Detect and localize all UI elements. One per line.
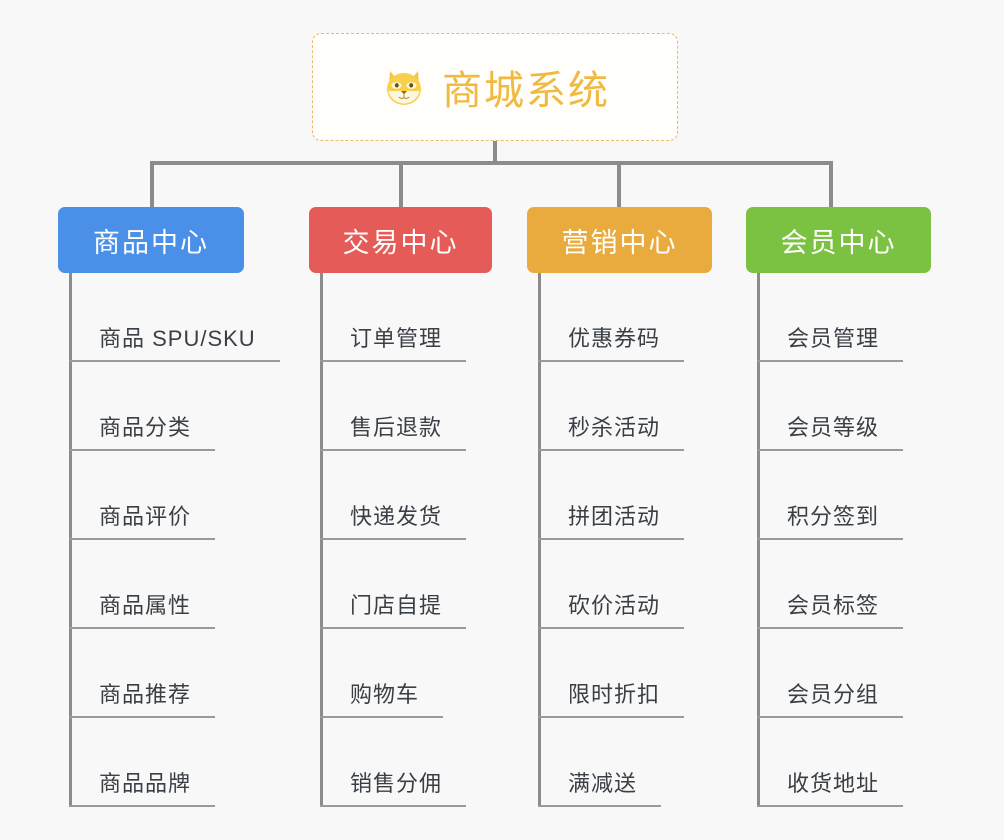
leaf-list: 商品 SPU/SKU 商品分类 商品评价 商品属性 商品推荐 商品品牌 (58, 273, 280, 807)
leaf-list: 会员管理 会员等级 积分签到 会员标签 会员分组 收货地址 (746, 273, 931, 807)
list-item[interactable]: 商品品牌 (58, 718, 244, 807)
list-item[interactable]: 商品评价 (58, 451, 244, 540)
leaf-label: 商品推荐 (69, 677, 216, 718)
category-header-marketing-center[interactable]: 营销中心 (527, 207, 712, 273)
category-title: 交易中心 (342, 227, 459, 258)
leaf-list: 订单管理 售后退款 快递发货 门店自提 购物车 销售分佣 (309, 273, 492, 807)
leaf-label: 订单管理 (320, 321, 467, 362)
list-item[interactable]: 门店自提 (309, 540, 492, 629)
leaf-label: 商品分类 (69, 410, 216, 451)
list-item[interactable]: 限时折扣 (527, 629, 712, 718)
category-header-trade-center[interactable]: 交易中心 (309, 207, 492, 273)
category-title: 会员中心 (780, 227, 897, 258)
leaf-label: 收货地址 (757, 766, 904, 807)
shiba-dog-face-icon (380, 63, 428, 111)
leaf-label: 积分签到 (757, 499, 904, 540)
leaf-label: 快递发货 (320, 499, 467, 540)
root-title: 商城系统 (442, 69, 610, 113)
connector-drop-2 (399, 161, 403, 207)
connector-horizontal-bus (150, 161, 833, 165)
branch-product-center: 商品中心 商品 SPU/SKU 商品分类 商品评价 商品属性 商品推荐 商品品牌 (58, 207, 280, 807)
list-item[interactable]: 满减送 (527, 718, 712, 807)
list-item[interactable]: 商品分类 (58, 362, 244, 451)
list-item[interactable]: 商品推荐 (58, 629, 244, 718)
category-title: 商品中心 (93, 227, 209, 258)
leaf-label: 拼团活动 (538, 499, 685, 540)
leaf-group: 会员管理 会员等级 积分签到 会员标签 会员分组 收货地址 (746, 273, 931, 807)
leaf-group: 优惠券码 秒杀活动 拼团活动 砍价活动 限时折扣 满减送 (527, 273, 712, 807)
connector-drop-4 (829, 161, 833, 207)
leaf-label: 限时折扣 (538, 677, 685, 718)
list-item[interactable]: 快递发货 (309, 451, 492, 540)
leaf-label: 会员管理 (757, 321, 904, 362)
category-header-member-center[interactable]: 会员中心 (746, 207, 931, 273)
leaf-label: 购物车 (320, 677, 444, 718)
list-item[interactable]: 优惠券码 (527, 273, 712, 362)
root-node[interactable]: 商城系统 (312, 33, 678, 141)
list-item[interactable]: 积分签到 (746, 451, 931, 540)
leaf-label: 门店自提 (320, 588, 467, 629)
list-item[interactable]: 砍价活动 (527, 540, 712, 629)
leaf-label: 商品属性 (69, 588, 216, 629)
connector-drop-1 (150, 161, 154, 207)
leaf-group: 订单管理 售后退款 快递发货 门店自提 购物车 销售分佣 (309, 273, 492, 807)
leaf-label: 秒杀活动 (538, 410, 685, 451)
list-item[interactable]: 商品属性 (58, 540, 244, 629)
leaf-label: 优惠券码 (538, 321, 685, 362)
leaf-group: 商品 SPU/SKU 商品分类 商品评价 商品属性 商品推荐 商品品牌 (58, 273, 280, 807)
list-item[interactable]: 订单管理 (309, 273, 492, 362)
category-header-product-center[interactable]: 商品中心 (58, 207, 244, 273)
list-item[interactable]: 收货地址 (746, 718, 931, 807)
list-item[interactable]: 会员标签 (746, 540, 931, 629)
list-item[interactable]: 会员分组 (746, 629, 931, 718)
list-item[interactable]: 销售分佣 (309, 718, 492, 807)
branch-trade-center: 交易中心 订单管理 售后退款 快递发货 门店自提 购物车 销售分佣 (309, 207, 492, 807)
leaf-label: 会员标签 (757, 588, 904, 629)
leaf-list: 优惠券码 秒杀活动 拼团活动 砍价活动 限时折扣 满减送 (527, 273, 712, 807)
connector-drop-3 (617, 161, 621, 207)
leaf-label: 售后退款 (320, 410, 467, 451)
leaf-label: 砍价活动 (538, 588, 685, 629)
list-item[interactable]: 拼团活动 (527, 451, 712, 540)
branch-member-center: 会员中心 会员管理 会员等级 积分签到 会员标签 会员分组 收货地址 (746, 207, 931, 807)
leaf-label: 会员分组 (757, 677, 904, 718)
list-item[interactable]: 会员等级 (746, 362, 931, 451)
leaf-label: 商品品牌 (69, 766, 216, 807)
branch-marketing-center: 营销中心 优惠券码 秒杀活动 拼团活动 砍价活动 限时折扣 满减送 (527, 207, 712, 807)
leaf-label: 销售分佣 (320, 766, 467, 807)
connector-root-stem (493, 141, 497, 163)
list-item[interactable]: 购物车 (309, 629, 492, 718)
leaf-label: 满减送 (538, 766, 662, 807)
leaf-label: 会员等级 (757, 410, 904, 451)
list-item[interactable]: 商品 SPU/SKU (58, 273, 280, 362)
category-title: 营销中心 (561, 227, 678, 258)
list-item[interactable]: 秒杀活动 (527, 362, 712, 451)
list-item[interactable]: 售后退款 (309, 362, 492, 451)
leaf-label: 商品 SPU/SKU (69, 321, 280, 362)
list-item[interactable]: 会员管理 (746, 273, 931, 362)
leaf-label: 商品评价 (69, 499, 216, 540)
